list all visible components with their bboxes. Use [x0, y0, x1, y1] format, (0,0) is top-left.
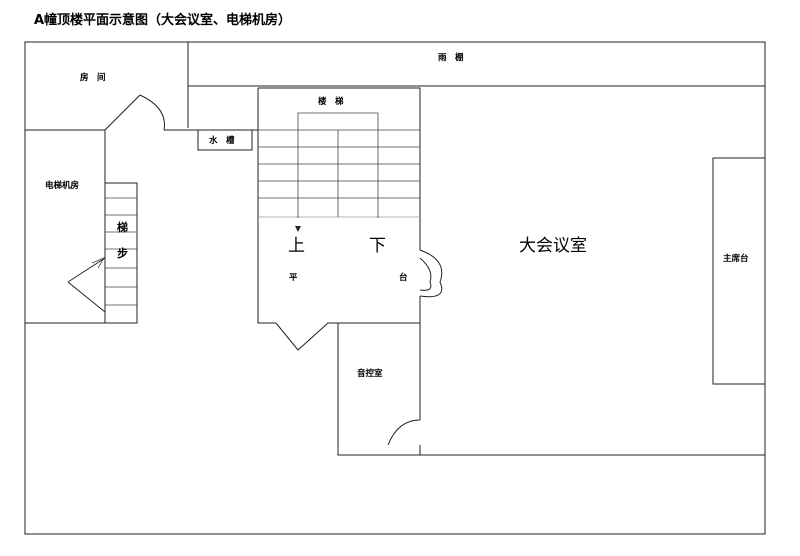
control-room-wall	[337, 323, 765, 456]
ladder-rungs	[105, 197, 137, 306]
meeting-room-double-door	[419, 249, 443, 298]
canopy-boundary	[187, 42, 765, 128]
stair-enclosure-left	[257, 88, 276, 324]
ladder-label-bottom: 步	[117, 246, 128, 260]
stair-arrow-icon	[295, 226, 301, 232]
stairs-label: 楼 梯	[318, 96, 344, 107]
door-arrow-icon	[91, 257, 105, 269]
meeting-room-label: 大会议室	[519, 236, 587, 256]
plan-title: A幢顶楼平面示意图（大会议室、电梯机房）	[34, 12, 291, 28]
water-tank-label: 水 槽	[208, 135, 235, 146]
elevator-door-swing	[67, 257, 106, 313]
stair-treads	[258, 129, 420, 217]
room-label: 房 间	[80, 72, 106, 83]
control-room-label: 音控室	[357, 368, 383, 379]
outer-wall	[24, 41, 766, 535]
control-room-door	[387, 323, 421, 446]
door-leaf-inner	[419, 257, 432, 291]
podium-label: 主席台	[723, 253, 749, 264]
stair-direction-line	[297, 112, 379, 218]
room-door-swing	[104, 94, 165, 131]
landing-label-right: 台	[399, 272, 408, 283]
up-label: 上	[288, 236, 305, 256]
podium	[712, 157, 766, 385]
ladder	[104, 182, 138, 324]
water-tank	[197, 129, 253, 151]
stair-enclosure-top	[258, 87, 421, 250]
canopy-label: 雨 棚	[438, 52, 464, 63]
landing-door	[275, 296, 421, 351]
elevator-room-wall	[25, 130, 106, 324]
landing-label-left: 平	[289, 273, 298, 283]
elevator-room-label: 电梯机房	[45, 180, 79, 191]
ladder-label-top: 梯	[117, 220, 128, 234]
down-label: 下	[369, 236, 386, 256]
